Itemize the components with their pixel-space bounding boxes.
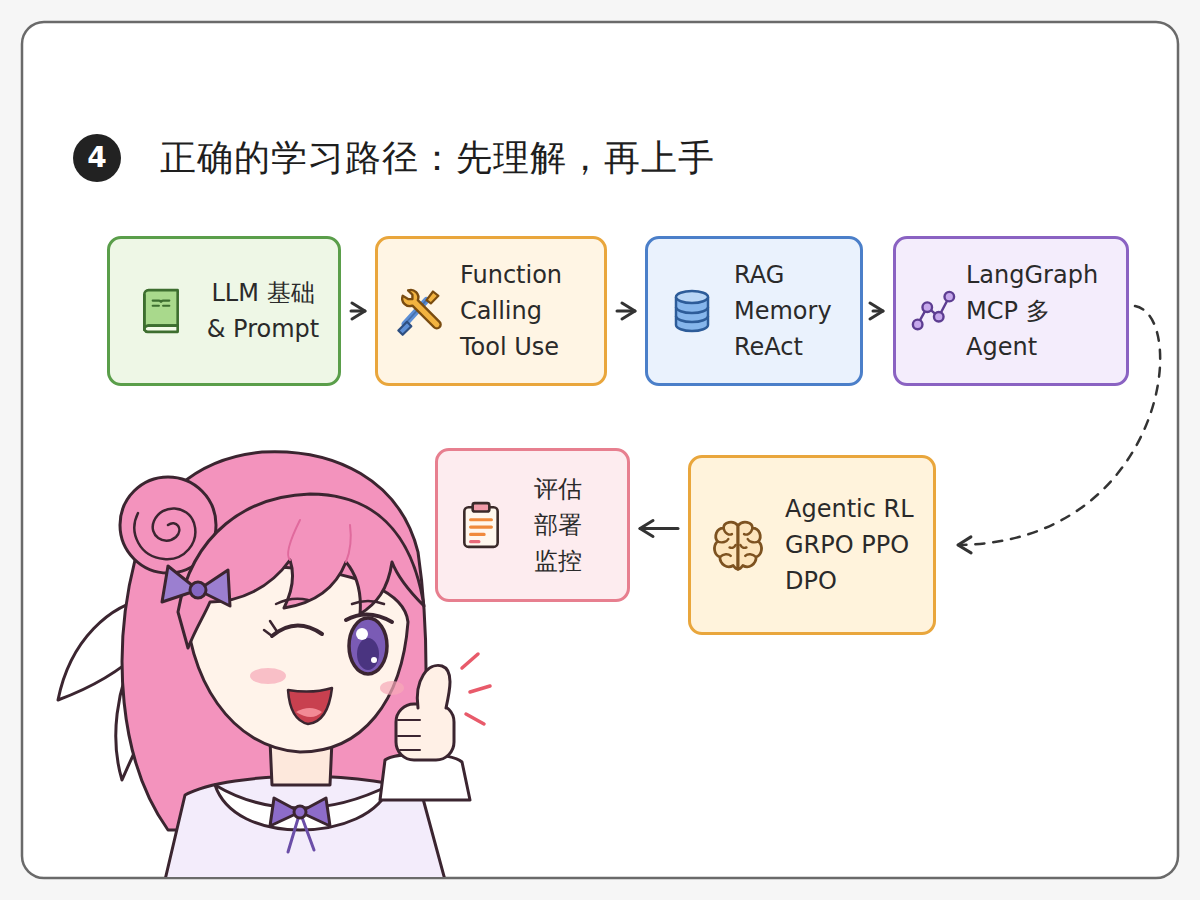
node-text: 评估 部署 监控: [534, 471, 594, 579]
process-box: 评估 部署 监控: [435, 448, 630, 602]
text-column: LLM 基础 & Prompt: [202, 275, 324, 347]
text-column: Agentic RL GRPO PPO DPO: [785, 491, 921, 599]
text-column: RAG Memory ReAct: [734, 257, 846, 365]
box-icon: [456, 500, 506, 550]
box-icon: [910, 288, 956, 334]
title-text: 正确的学习路径：先理解，再上手: [160, 130, 715, 186]
node-text: Agentic RL GRPO PPO DPO: [785, 491, 921, 599]
flow-arrow: [640, 527, 678, 530]
process-box: LangGraph MCP 多 Agent: [893, 236, 1129, 386]
text-column: 评估 部署 监控: [534, 471, 594, 579]
text-column: Function Calling Tool Use: [460, 257, 590, 365]
node-text: Function Calling Tool Use: [460, 257, 590, 365]
arrow-head: [622, 303, 635, 319]
node-text: LangGraph MCP 多 Agent: [966, 257, 1116, 365]
box-icon: [709, 516, 767, 574]
node-text: LLM 基础 & Prompt: [202, 275, 324, 347]
process-box: LLM 基础 & Prompt: [107, 236, 341, 386]
box-icon: [668, 287, 716, 335]
arrow-head: [870, 303, 883, 319]
text-column: LangGraph MCP 多 Agent: [966, 257, 1116, 365]
outer-frame: [22, 22, 1178, 878]
arrow-head: [640, 521, 653, 537]
node-text: RAG Memory ReAct: [734, 257, 846, 365]
process-box: Agentic RL GRPO PPO DPO: [688, 455, 936, 635]
box-icon: [394, 285, 446, 337]
process-box: Function Calling Tool Use: [375, 236, 607, 386]
arrow-head: [352, 303, 365, 319]
mascot-girl: [58, 452, 490, 877]
process-box: RAG Memory ReAct: [645, 236, 863, 386]
box-icon: [136, 286, 186, 336]
callout-number: 4: [73, 134, 121, 182]
arrow-head: [958, 537, 971, 553]
